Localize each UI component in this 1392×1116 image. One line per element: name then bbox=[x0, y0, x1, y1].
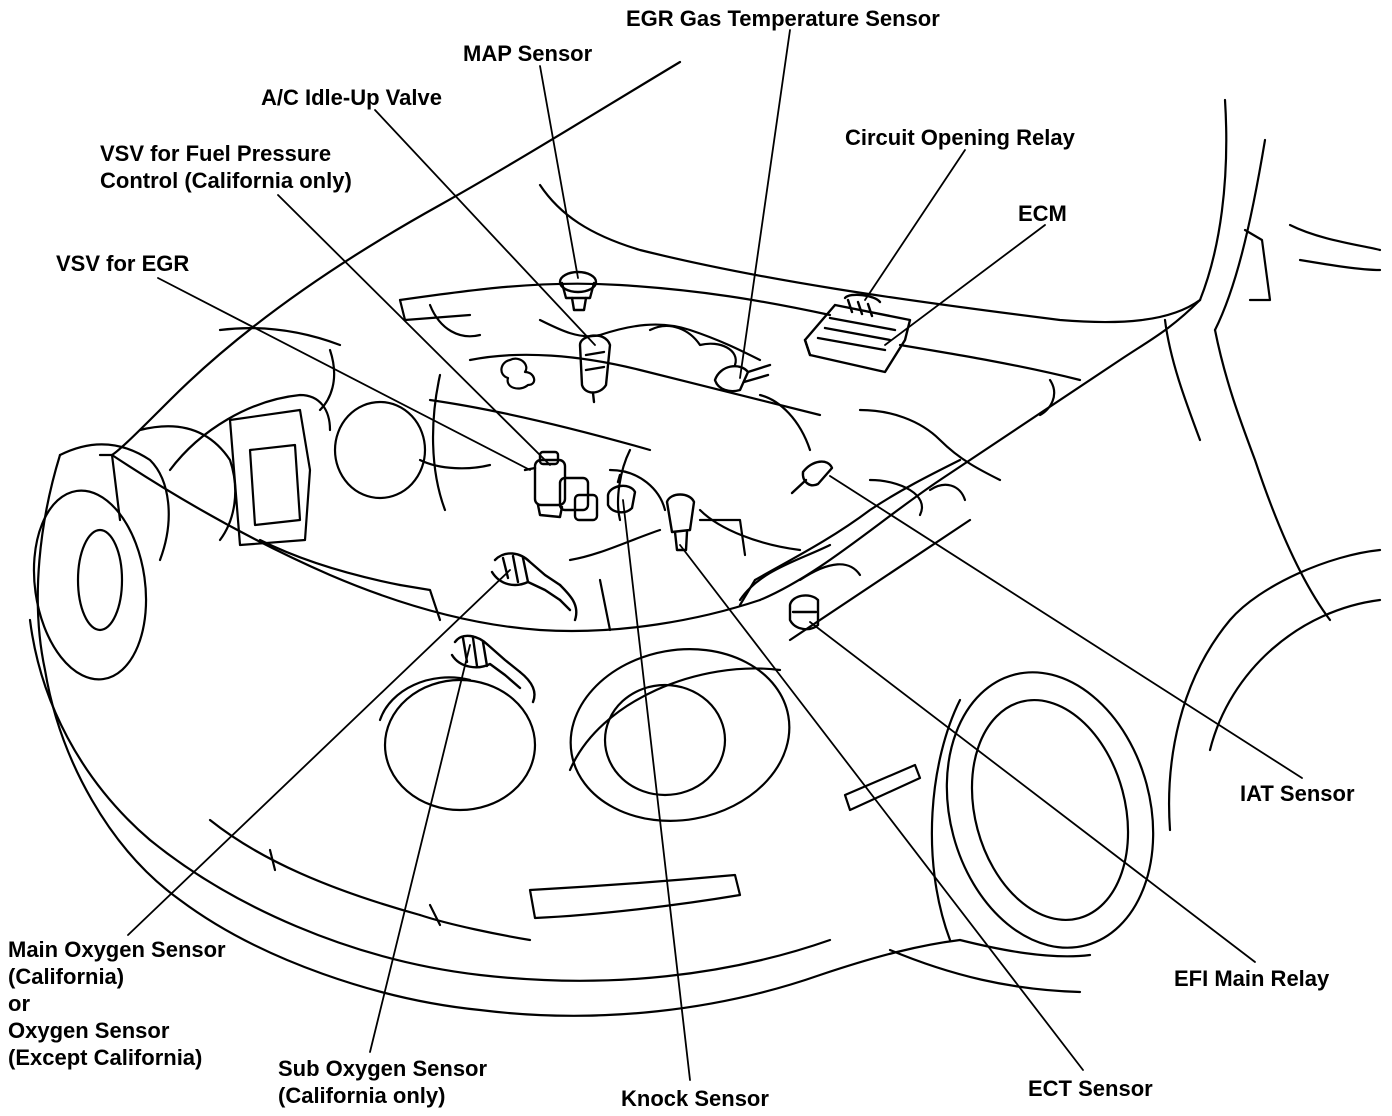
car-body-outline bbox=[28, 60, 1382, 1017]
sub-oxygen-sensor-part bbox=[450, 634, 536, 704]
ecm-part bbox=[803, 293, 912, 374]
label-circuit-opening-relay: Circuit Opening Relay bbox=[845, 125, 1075, 150]
label-ect-sensor: ECT Sensor bbox=[1028, 1076, 1153, 1101]
label-main-oxygen-line-5: (Except California) bbox=[8, 1045, 203, 1070]
label-sub-oxygen-line-1: Sub Oxygen Sensor bbox=[278, 1056, 488, 1081]
label-main-oxygen-line-1: Main Oxygen Sensor bbox=[8, 937, 226, 962]
label-iat-sensor: IAT Sensor bbox=[1240, 781, 1355, 806]
components bbox=[450, 270, 912, 704]
main-oxygen-sensor-part bbox=[490, 552, 578, 622]
label-sub-oxygen-line-2: (California only) bbox=[278, 1083, 446, 1108]
label-vsv-fuel-pressure-line-1: VSV for Fuel Pressure bbox=[100, 141, 332, 166]
knock-sensor-part bbox=[606, 473, 637, 514]
efi-main-relay-part bbox=[788, 594, 820, 631]
label-egr-gas-temperature-sensor: EGR Gas Temperature Sensor bbox=[626, 6, 940, 31]
label-main-oxygen-line-4: Oxygen Sensor bbox=[8, 1018, 170, 1043]
label-sub-oxygen-sensor: Sub Oxygen Sensor (California only) bbox=[278, 1055, 487, 1109]
label-efi-main-relay: EFI Main Relay bbox=[1174, 966, 1330, 991]
egr-gas-temp-sensor-part bbox=[713, 363, 772, 393]
vsv-cluster-part bbox=[523, 450, 599, 522]
label-vsv-fuel-pressure-control: VSV for Fuel Pressure Control (Californi… bbox=[100, 140, 352, 194]
label-knock-sensor: Knock Sensor bbox=[621, 1086, 769, 1111]
label-vsv-for-egr: VSV for EGR bbox=[56, 251, 190, 276]
ect-sensor-part bbox=[665, 493, 696, 552]
label-ac-idle-up-valve: A/C Idle-Up Valve bbox=[261, 85, 442, 110]
label-ecm: ECM bbox=[1018, 201, 1067, 226]
label-vsv-fuel-pressure-line-2: Control (California only) bbox=[100, 168, 352, 193]
leader-lines bbox=[127, 29, 1303, 1081]
label-main-oxygen-line-3: or bbox=[8, 991, 30, 1016]
iat-sensor-part bbox=[790, 460, 834, 495]
label-map-sensor: MAP Sensor bbox=[463, 41, 593, 66]
label-main-oxygen-sensor: Main Oxygen Sensor (California) or Oxyge… bbox=[8, 936, 226, 1071]
label-main-oxygen-line-2: (California) bbox=[8, 964, 125, 989]
map-sensor-part bbox=[558, 270, 598, 312]
engine-internals bbox=[168, 282, 1082, 632]
